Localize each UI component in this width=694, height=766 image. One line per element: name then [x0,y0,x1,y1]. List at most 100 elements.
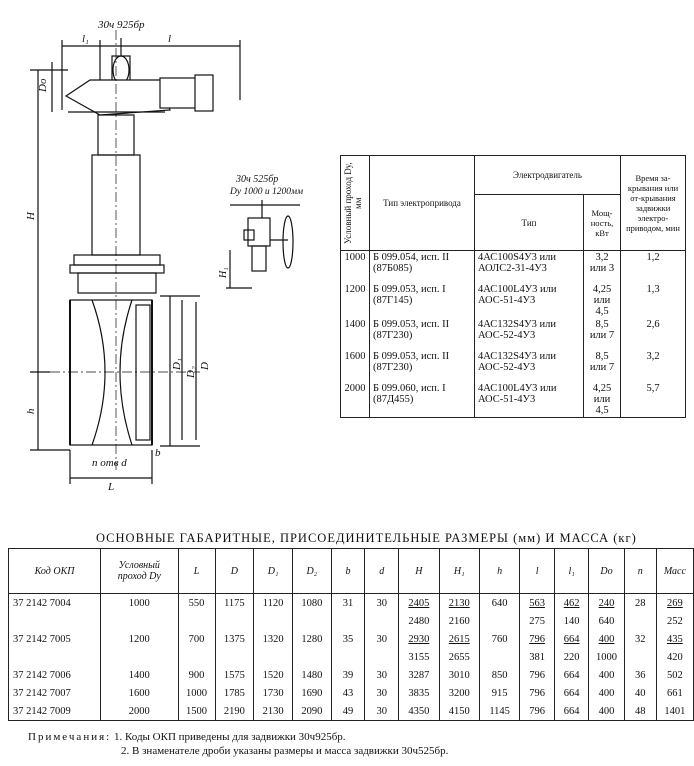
cell-l: 796 [519,684,555,702]
label-b: b [155,447,161,459]
header-motor: Электродвигатель [474,155,621,195]
label-h: h [25,408,37,414]
cell-code: 37 2142 7007 [7,684,102,702]
cell-n: 28 [623,593,657,612]
cell-H1: 3010 [438,666,480,684]
cell-D: 1375 [214,630,255,648]
cell-H: 4350 [398,702,440,721]
inset-title: 30ч 525бр [235,174,278,185]
column-header: d [364,548,400,594]
motor-cell-power: 4,25 или 4,5 [583,382,621,418]
cell-l1: 462 [553,593,590,612]
motor-cell-motor: 4АС100L4У3 или АОС-51-4У3 [474,382,584,418]
cell-Do: 240 [588,593,625,612]
cell-b: 35 [330,630,366,648]
cell-b [330,648,366,666]
cell-L: 700 [177,630,216,648]
motor-cell-time: 3,2 [620,350,686,382]
cell-D1 [253,612,293,630]
cell-m: 420 [655,648,694,666]
column-header: D₁ [253,548,293,594]
column-header: H₁ [438,548,480,594]
note-1: 1. Коды ОКП приведены для задвижки 30ч92… [113,731,346,743]
column-header: b [330,548,366,594]
cell-h: 915 [478,684,521,702]
cell-dy: 2000 [100,702,179,721]
motor-cell-power: 8,5 или 7 [583,350,621,382]
cell-n: 36 [623,666,657,684]
cell-L: 1000 [177,684,216,702]
cell-D: 1575 [214,666,255,684]
cell-code: 37 2142 7006 [7,666,102,684]
cell-l: 796 [519,666,555,684]
motor-cell-time: 1,2 [620,250,686,283]
header-time: Время за-крывания или от-крывания задвиж… [620,155,686,251]
motor-cell-drive: Б 099.053, исп. II (87Г230) [369,318,475,350]
drawing-main-title: 30ч 925бр [97,19,145,31]
valve-drawing: 30ч 925бр l₁ l Dо H h L D D₁ D₂ b n отв … [25,19,303,493]
cell-D [214,612,255,630]
motor-cell-power: 3,2 или 3 [583,250,621,283]
cell-D2 [291,648,332,666]
note-2: 2. В знаменателе дроби указаны размеры и… [121,745,449,757]
inset-subtitle: Dу 1000 и 1200мм [229,187,303,197]
column-header: l₁ [553,548,590,594]
cell-n [623,648,657,666]
cell-D2: 1480 [291,666,332,684]
motor-cell-drive: Б 099.053, исп. II (87Г230) [369,350,475,382]
label-H1: H₁ [218,267,229,279]
cell-m: 252 [655,612,694,630]
column-header: Код ОКП [7,548,102,594]
motor-cell-time: 5,7 [620,382,686,418]
label-l1: l₁ [82,33,89,45]
cell-d: 30 [364,666,400,684]
cell-l1: 220 [553,648,590,666]
label-holes: n отв d [92,457,127,469]
label-do: Dо [37,78,49,93]
motor-cell-time: 1,3 [620,283,686,318]
cell-n: 48 [623,702,657,721]
cell-d [364,612,400,630]
cell-b: 31 [330,593,366,612]
cell-h: 640 [478,593,521,612]
motor-cell-time: 2,6 [620,318,686,350]
cell-H1: 4150 [438,702,480,721]
cell-H1: 2160 [438,612,480,630]
cell-L: 1500 [177,702,216,721]
cell-D: 1785 [214,684,255,702]
cell-l1: 664 [553,684,590,702]
cell-m: 661 [655,684,694,702]
cell-d: 30 [364,630,400,648]
cell-code [7,612,102,630]
cell-h: 760 [478,630,521,648]
cell-H: 3155 [398,648,440,666]
cell-H1: 3200 [438,684,480,702]
motor-cell-power: 8,5 или 7 [583,318,621,350]
cell-l: 796 [519,630,555,648]
cell-D2: 1080 [291,593,332,612]
cell-Do: 640 [588,612,625,630]
cell-code: 37 2142 7009 [7,702,102,721]
column-header: H [398,548,440,594]
cell-D [214,648,255,666]
motor-cell-motor: 4АС100S4У3 или АОЛС2-31-4У3 [474,250,584,283]
label-D2: D₂ [185,366,197,379]
cell-d: 30 [364,702,400,721]
cell-H: 3835 [398,684,440,702]
cell-b [330,612,366,630]
cell-D1: 1320 [253,630,293,648]
cell-h [478,648,521,666]
label-L: L [107,481,114,493]
cell-n: 40 [623,684,657,702]
cell-D2: 2090 [291,702,332,721]
motor-cell-drive: Б 099.060, исп. I (87Д455) [369,382,475,418]
